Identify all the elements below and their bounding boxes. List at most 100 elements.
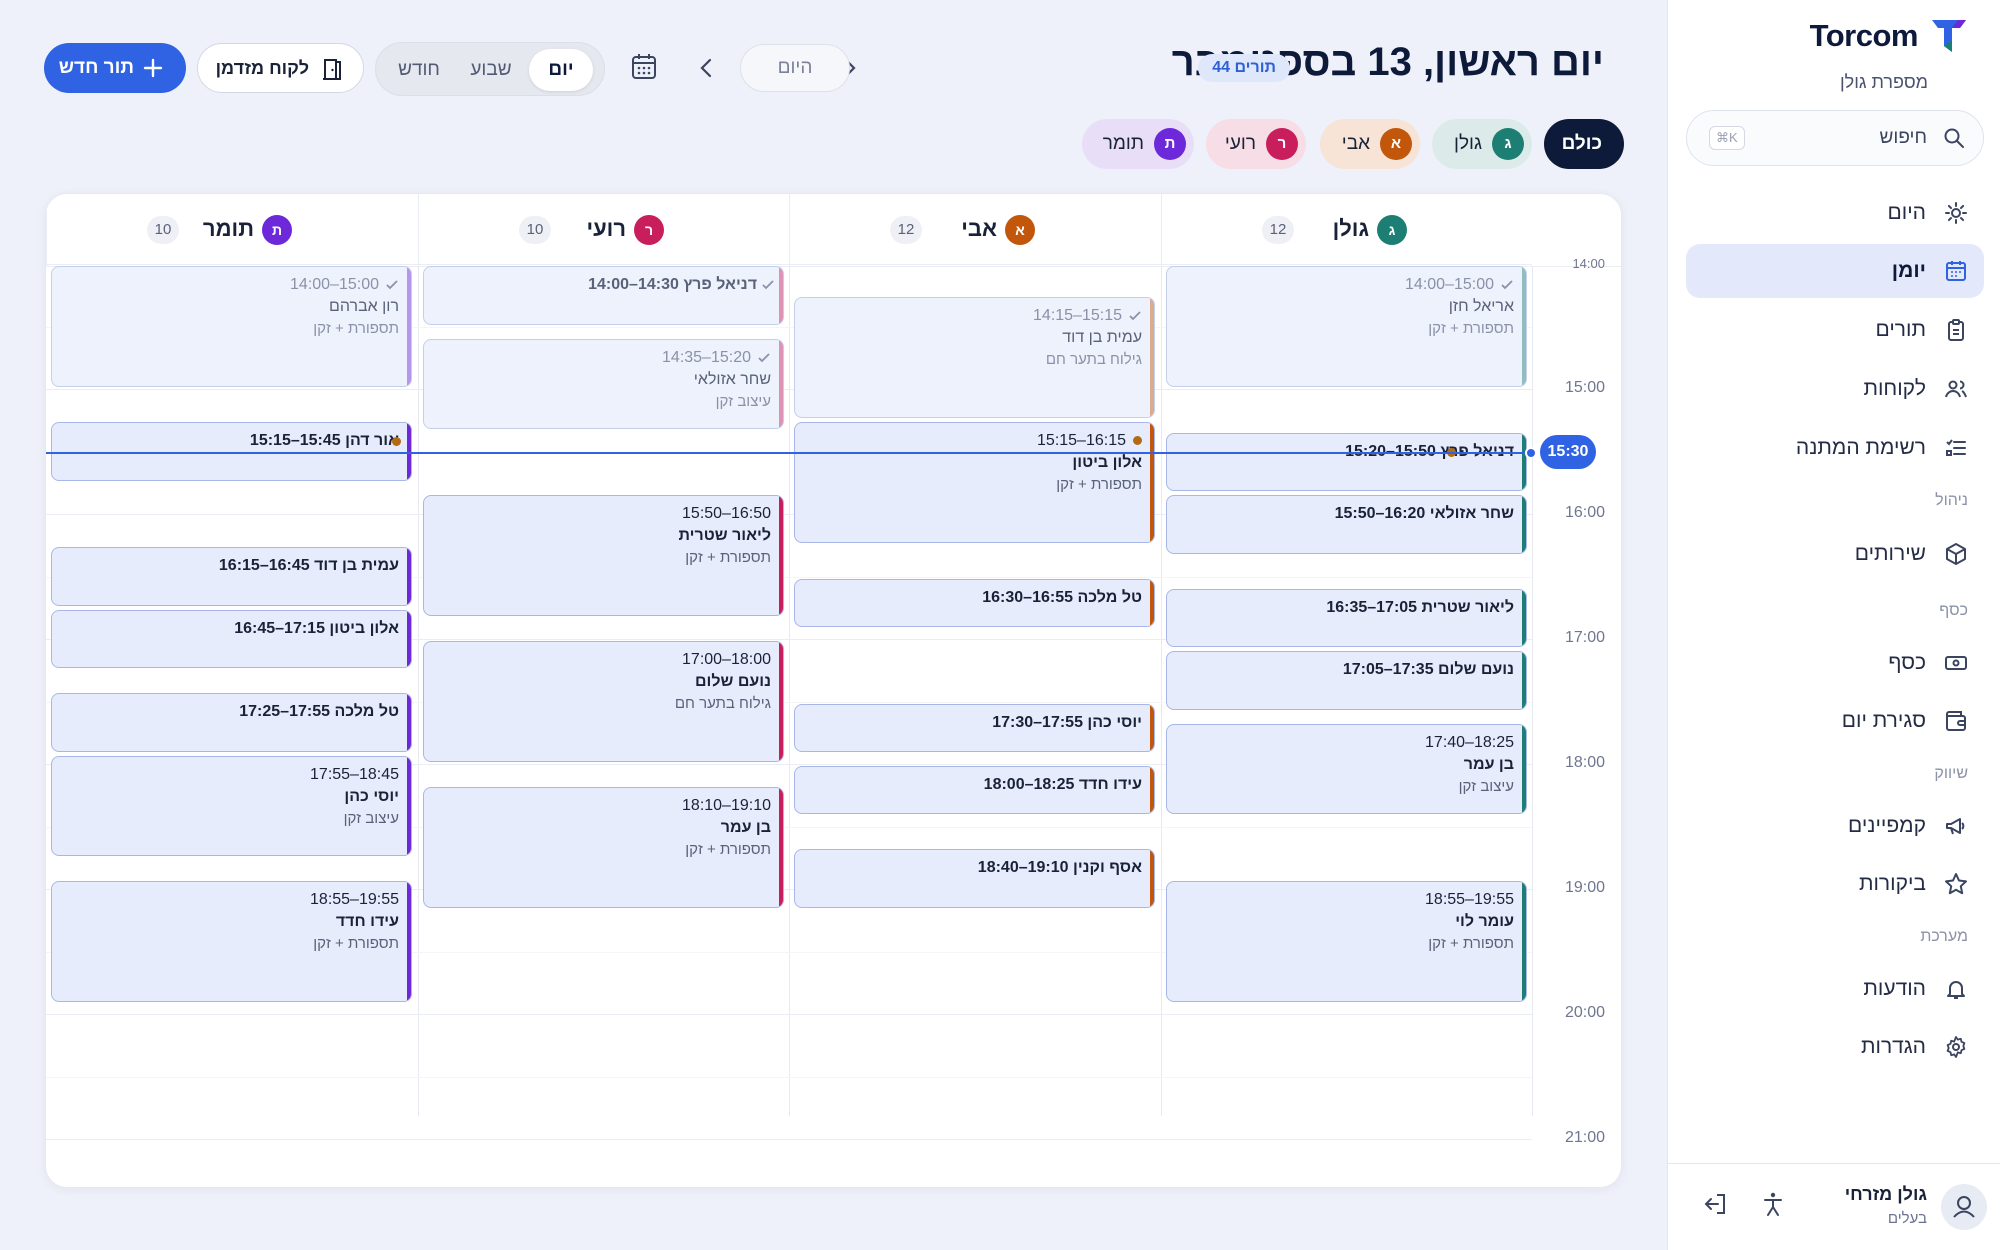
appointment-card[interactable]: 15:20–15:50 דניאל פרץ [1166,432,1527,492]
staff-color-bar [1150,767,1154,814]
search-input[interactable]: חיפוש ⌘K [1686,110,1984,166]
staff-color-bar [407,610,411,668]
sidebar-item-money-1[interactable]: סגירת יום [1686,694,1984,748]
appointment-card[interactable]: 16:45–17:15 אלון ביטון [51,609,412,669]
chip-avatar: א [1380,128,1412,160]
appointment-service: תספורת + זקן [1428,320,1514,337]
grid-line [46,639,1532,640]
appointment-time: 15:50–16:50 [682,505,771,523]
walkin-button[interactable]: לקוח מזדמן [197,43,364,93]
grid-line [46,326,1532,328]
view-week-tab[interactable]: שבוע [470,59,512,80]
appointment-card[interactable]: 18:00–18:25 עידו חדד [794,766,1155,815]
sidebar-item-main-1[interactable]: יומן [1686,244,1984,298]
appointment-card[interactable]: 16:30–16:55 טל מלכה [794,578,1155,627]
nav-section-system: מערכת [1920,928,1968,945]
appointment-card[interactable]: 17:30–17:55 יוסי כהן [794,703,1155,752]
sidebar-item-label: ביקורות [1858,872,1926,895]
view-month-tab[interactable]: חודש [398,59,440,80]
staff-color-bar [1522,652,1526,709]
staff-name: אבי [961,216,997,241]
sidebar-item-label: סגירת יום [1841,709,1926,732]
chip-label: גולן [1454,133,1482,154]
user-footer: גולן מזרחי בעלים [1668,1163,2000,1250]
view-day-tab[interactable]: יום [529,49,593,91]
appointment-service: גילוח בתער חם [1045,351,1142,369]
user-icon [1953,1196,1975,1218]
appointment-card[interactable]: 16:15–16:45 עמית בן דוד [51,547,412,606]
grid-line [46,1076,1532,1078]
sidebar-item-money-0[interactable]: כסף [1686,636,1984,690]
sidebar-item-main-0[interactable]: היום [1686,186,1984,240]
appointment-time: 14:35–15:20 [662,348,751,366]
appointment-summary: 18:40–19:10 אסף וקנין [977,859,1142,877]
appointment-summary: 15:50–16:20 שחר אזולאי [1334,505,1514,523]
sidebar-item-label: יומן [1891,259,1926,282]
appointment-summary: 16:30–16:55 טל מלכה [982,588,1142,606]
time-label: 15:00 [1564,379,1605,396]
header-divider [46,266,1621,267]
appointment-card[interactable]: 18:40–19:10 אסף וקנין [794,849,1155,908]
appointment-card[interactable]: 15:50–16:20 שחר אזולאי [1166,495,1527,554]
appointment-summary: 16:45–17:15 אלון ביטון [234,619,399,637]
list-icon [1946,439,1966,456]
sidebar-item-system-1[interactable]: הגדרות [1686,1020,1984,1074]
grid-line [46,389,1532,390]
new-appointment-label: תור חדש [58,57,134,78]
calendar-picker-icon[interactable] [630,52,658,82]
staff-color-bar [407,694,411,751]
sidebar-item-management-0[interactable]: שירותים [1686,527,1984,581]
appointment-client: עידו חדד [335,912,399,930]
sidebar-item-label: תורים [1875,318,1926,341]
sidebar-item-main-4[interactable]: רשימת המתנה [1686,421,1984,475]
staff-color-bar [1522,496,1526,553]
sidebar-item-marketing-0[interactable]: קמפיינים [1686,799,1984,853]
time-label: 17:00 [1564,629,1605,646]
chip-label: רועי [1224,133,1256,154]
appointment-card[interactable]: 17:25–17:55 טל מלכה [51,693,412,752]
today-button[interactable]: היום [740,44,850,92]
staff-color-bar [407,881,411,1001]
accessibility-icon[interactable] [1760,1191,1786,1217]
column-divider [418,266,419,1116]
filter-chip-0[interactable]: כולם [1544,119,1624,169]
logout-icon[interactable] [1702,1191,1728,1217]
new-appointment-button[interactable]: תור חדש [44,43,186,93]
staff-appt-count: 12 [890,216,922,244]
sidebar-item-main-2[interactable]: תורים [1686,303,1984,357]
sidebar-item-label: לקוחות [1863,377,1926,400]
appointment-client: בן עמר [1463,756,1514,774]
grid-line [46,764,1532,765]
in-progress-dot [392,437,401,447]
user-avatar[interactable] [1941,1184,1987,1230]
appointment-card[interactable]: 14:00–14:30 דניאל פרץ [423,266,784,325]
staff-color-bar [1150,298,1154,418]
appointment-card[interactable]: 17:05–17:35 נועם שלום [1166,651,1527,710]
sidebar-item-marketing-1[interactable]: ביקורות [1686,857,1984,911]
appointment-card[interactable]: 16:35–17:05 ליאור שטרית [1166,588,1527,648]
search-placeholder: חיפוש [1879,127,1927,148]
sidebar-item-main-3[interactable]: לקוחות [1686,362,1984,416]
chevron-left-icon[interactable] [694,54,718,82]
sidebar-item-system-0[interactable]: הודעות [1686,962,1984,1016]
